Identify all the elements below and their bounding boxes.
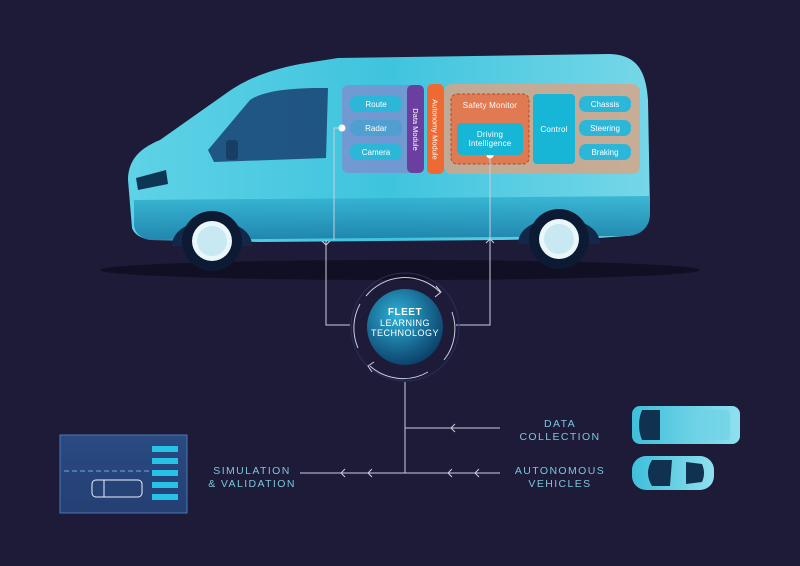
top-down-car-graphic	[632, 456, 714, 490]
simulation-line2: & VALIDATION	[208, 478, 296, 490]
connector-dot	[338, 124, 346, 132]
simulation-panel	[59, 434, 188, 514]
data-collection-line1: DATA	[543, 418, 577, 430]
autonomy-module-label: Autonomy Module	[427, 84, 444, 174]
radar-item: Radar	[350, 120, 402, 136]
autonomous-vehicles-label: AUTONOMOUS VEHICLES	[510, 465, 610, 491]
arrow-heads	[321, 238, 495, 478]
chassis-item: Chassis	[579, 96, 631, 112]
data-collection-line2: COLLECTION	[519, 431, 601, 443]
control-box: Control	[533, 94, 575, 164]
driving-intelligence-box: Driving Intelligence	[457, 123, 523, 155]
top-down-van-graphic	[632, 406, 740, 444]
simulation-line1: SIMULATION	[213, 465, 291, 477]
van-shadow	[100, 260, 700, 280]
fleet-line: FLEET	[387, 307, 423, 318]
autonomous-vehicles-line1: AUTONOMOUS	[514, 465, 606, 477]
data-module-label: Data Module	[407, 85, 424, 173]
technology-line: TECHNOLOGY	[370, 328, 439, 338]
simulation-validation-label: SIMULATION & VALIDATION	[207, 465, 297, 491]
safety-monitor-label: Safety Monitor	[462, 100, 518, 110]
route-item: Route	[350, 96, 402, 112]
autonomous-vehicles-line2: VEHICLES	[528, 478, 592, 490]
learning-line: LEARNING	[379, 318, 430, 328]
camera-item: Camera	[350, 144, 402, 160]
fleet-learning-title: FLEET LEARNING TECHNOLOGY	[365, 307, 445, 339]
braking-item: Braking	[579, 144, 631, 160]
fleet-learning-hub	[350, 272, 460, 382]
steering-item: Steering	[579, 120, 631, 136]
driving-intelligence-label: Driving Intelligence	[468, 130, 512, 148]
data-collection-label: DATA COLLECTION	[510, 418, 610, 444]
